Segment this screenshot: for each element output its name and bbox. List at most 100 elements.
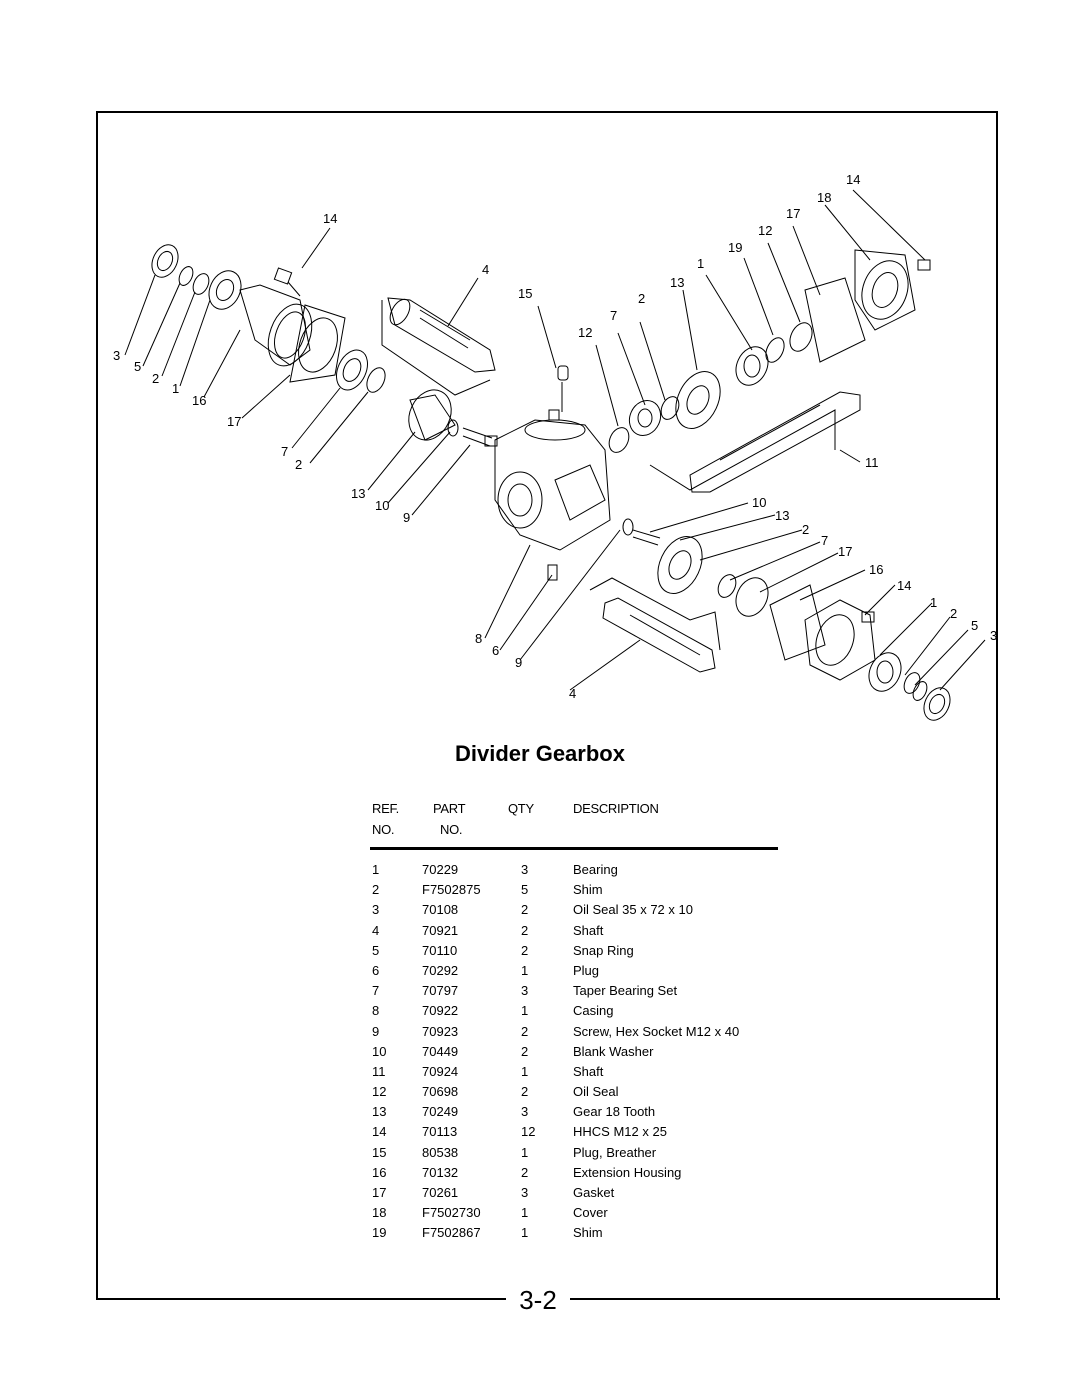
description-cell: Cover [573,1205,608,1221]
callout: 14 [323,211,337,226]
bearing-mid [628,399,662,437]
page-title: Divider Gearbox [455,741,625,766]
part-number-cell: 70249 [422,1104,459,1120]
description-cell: Extension Housing [573,1164,682,1180]
snap-ring-bottom-right [912,681,928,701]
callout: 4 [569,686,576,701]
qty-cell: 2 [521,902,529,918]
callout: 16 [192,393,206,408]
bolt-left [273,267,293,285]
part-number-cell: 70449 [422,1043,459,1059]
oil-seal-mid [608,427,630,453]
qty-cell: 1 [521,1063,529,1079]
description-cell: Gasket [573,1185,615,1200]
qty-cell: 1 [521,1225,529,1241]
gasket-left [289,304,346,383]
gear-18-tooth-top [675,371,721,429]
bottom-rule-left [96,1298,506,1300]
callout: 2 [802,522,809,537]
description-cell: Plug, Breather [573,1144,657,1160]
callout: 2 [638,291,645,306]
qty-cell: 2 [521,1023,529,1039]
ref-cell: 13 [372,1104,387,1120]
qty-cell: 2 [521,922,529,938]
snap-ring-left [178,266,194,286]
description-cell: Shaft [573,1063,604,1079]
description-cell: Bearing [573,862,618,877]
callout: 9 [515,655,522,670]
page-frame [96,111,998,1299]
ref-cell: 10 [372,1043,387,1059]
qty-cell: 12 [521,1124,536,1140]
part-number-cell: 80538 [422,1144,459,1160]
header-description: DESCRIPTION [573,801,659,816]
part-number-cell: 70797 [422,983,459,999]
qty-cell: 5 [521,882,529,898]
part-number-cell: 70924 [422,1063,459,1079]
gasket-top-right [804,277,866,363]
shim-bottom-right [903,672,921,694]
ref-cell: 12 [372,1084,387,1100]
callout: 4 [482,262,489,277]
bearing-top-right [735,346,769,386]
callout: 9 [403,510,410,525]
callout: 3 [113,348,120,363]
callout: 13 [351,486,365,501]
qty-cell: 1 [521,1144,529,1160]
ref-cell: 1 [372,862,380,877]
callout: 6 [492,643,499,658]
callout: 5 [134,359,141,374]
ref-cell: 11 [372,1063,386,1079]
gasket-bottom [769,584,826,661]
header-qty: QTY [508,801,534,816]
bottom-plug [547,564,558,581]
header-ref: REF. [372,801,399,816]
shaft-bottom [602,597,716,673]
blank-washer [447,419,459,437]
qty-cell: 3 [521,862,529,877]
shim-left [192,273,210,295]
shaft-right [689,391,861,493]
callout: 8 [475,631,482,646]
callout: 2 [152,371,159,386]
ref-cell: 3 [372,902,380,918]
description-cell: Casing [573,1003,614,1019]
part-number-cell: 70132 [422,1164,459,1180]
shim-bottom [717,574,737,598]
shim-left-2 [366,367,386,393]
shaft-top [387,297,496,373]
callout: 3 [990,628,997,643]
description-cell: Snap Ring [573,942,634,958]
ref-cell: 15 [372,1144,387,1160]
callout: 18 [817,190,831,205]
header-part: PART [433,801,466,816]
casing [494,419,611,551]
ref-cell: 9 [372,1023,380,1039]
table-row: 11 70924 1 Shaft [370,1064,790,1084]
exploded-parts-diagram: 14 18 17 12 19 1 13 14 4 15 2 7 12 3 5 2… [113,172,997,721]
part-number-cell: 70261 [422,1185,459,1200]
ref-cell: 19 [372,1225,387,1241]
callout: 5 [971,618,978,633]
ref-cell: 14 [372,1124,387,1140]
header-part-no: NO. [440,822,463,837]
part-number-cell: 70921 [422,922,459,938]
description-cell: Shaft [573,922,604,938]
description-cell: Oil Seal 35 x 72 x 10 [573,902,693,918]
hex-screw-top [462,427,493,447]
part-number-cell: 70113 [422,1124,458,1140]
header-rule [370,847,778,850]
callout: 12 [758,223,772,238]
callout: 2 [295,457,302,472]
ref-cell: 18 [372,1205,387,1221]
bevel-gear [408,389,452,441]
